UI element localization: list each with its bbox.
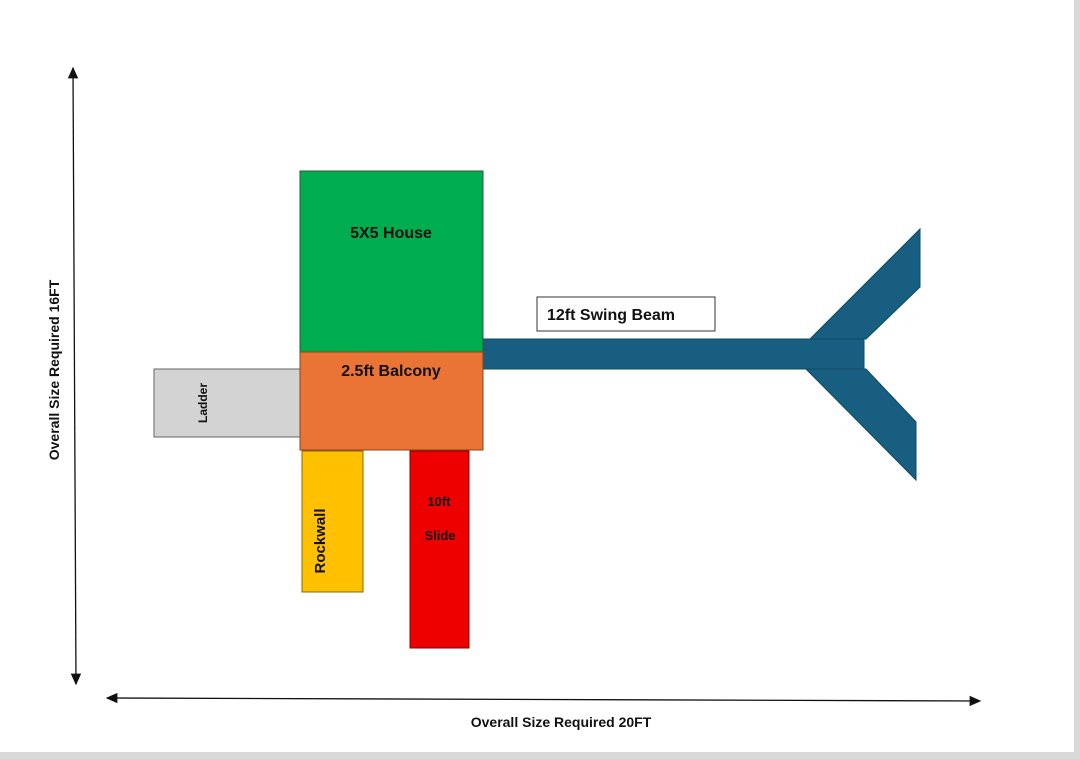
rockwall-label: Rockwall	[312, 508, 329, 573]
slide	[409, 450, 470, 649]
height-dimension-label: Overall Size Required 16FT	[46, 279, 62, 460]
swing-beam-lower-leg	[804, 368, 917, 482]
height-dimension-arrow	[67, 66, 82, 686]
ladder-label: Ladder	[196, 383, 210, 423]
house-label: 5X5 House	[350, 225, 432, 242]
swing-beam-label: 12ft Swing Beam	[547, 307, 675, 324]
swing-beam-upper-leg	[808, 227, 921, 340]
slide-label-line1: 10ft	[427, 494, 451, 509]
width-dimension-arrow	[105, 692, 982, 707]
balcony	[299, 351, 484, 451]
swing-beam-label-box	[536, 296, 716, 332]
ladder	[153, 368, 301, 438]
width-dimension-label: Overall Size Required 20FT	[471, 714, 652, 730]
rockwall	[301, 450, 364, 593]
swing-beam	[482, 338, 865, 370]
slide-label-line2: Slide	[424, 528, 455, 543]
balcony-label: 2.5ft Balcony	[341, 363, 441, 380]
house	[299, 170, 484, 353]
